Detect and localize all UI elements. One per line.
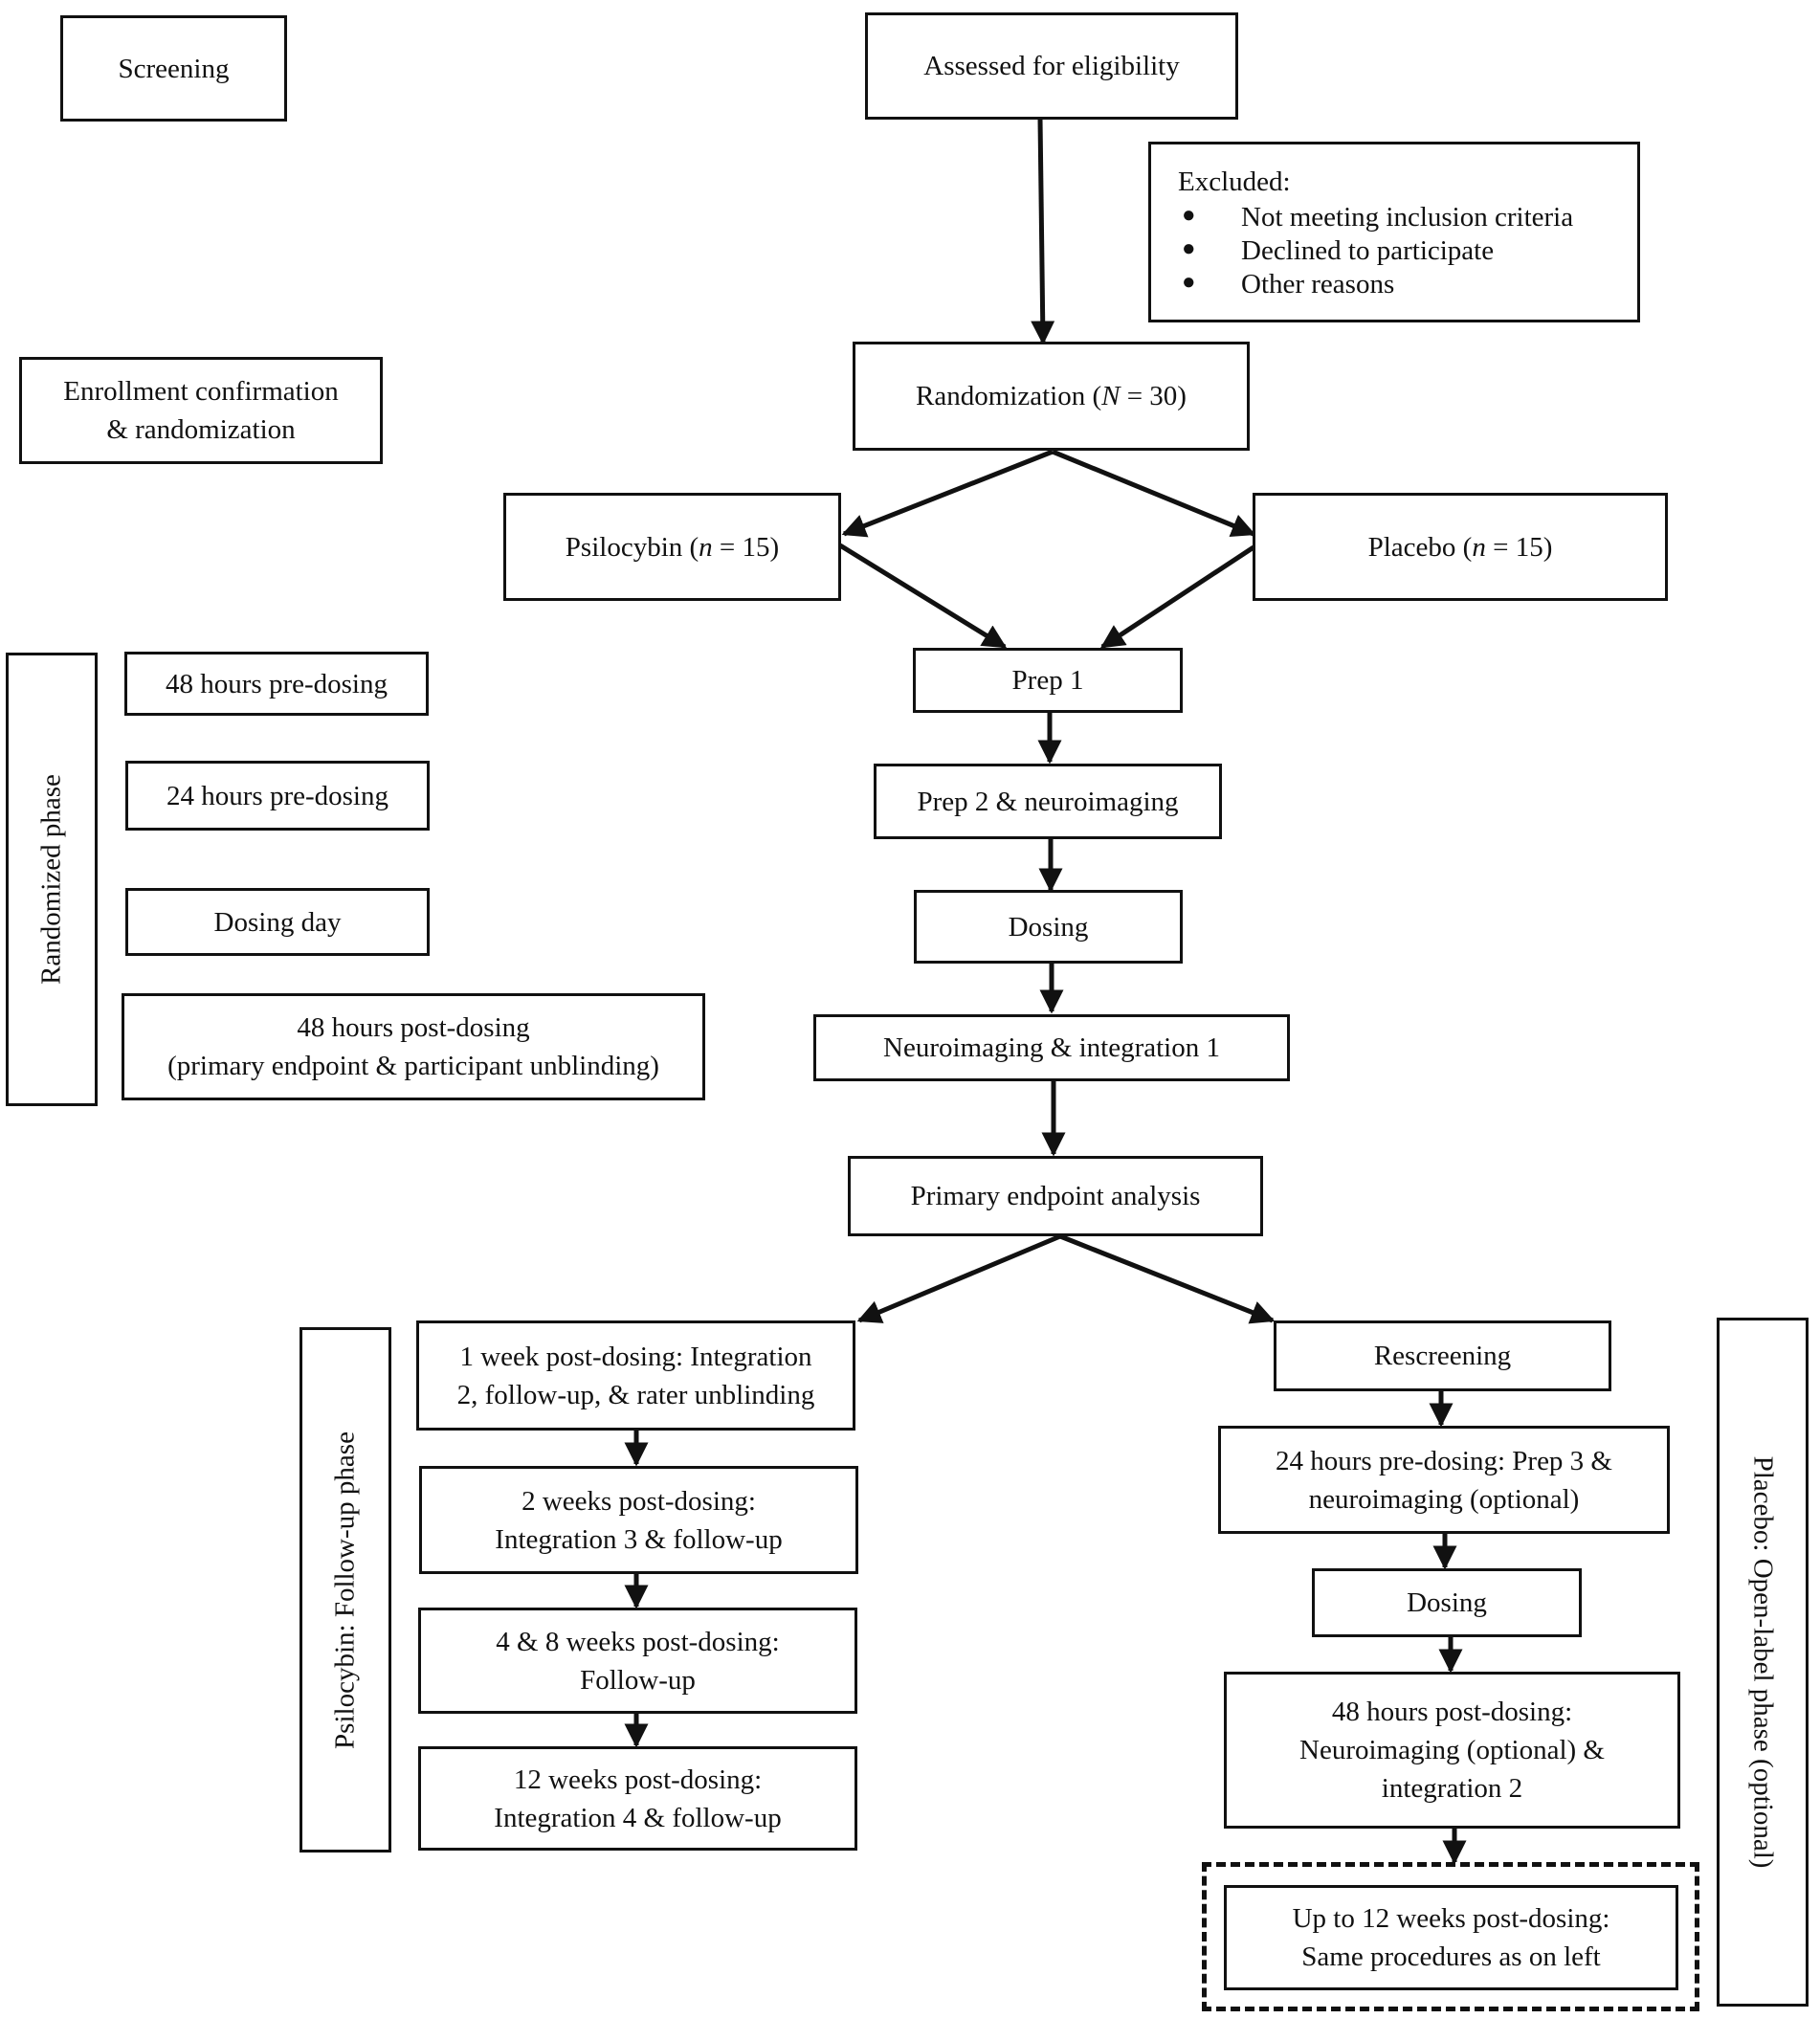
psilocybin-label: Psilocybin (n = 15) [565, 531, 780, 563]
open-dosing-box: Dosing [1312, 1568, 1582, 1637]
upto12-line-2: Same procedures as on left [1301, 1941, 1601, 1972]
arrow-randomization-to-placebo [1052, 449, 1256, 538]
randomized-phase-label: Randomized phase [35, 774, 67, 985]
week2-line-1: 2 weeks post-dosing: [522, 1485, 756, 1517]
excluded-box: Excluded: Not meeting inclusion criteria… [1148, 142, 1640, 322]
week1-line-2: 2, follow-up, & rater unblinding [456, 1379, 815, 1410]
open-dosing-label: Dosing [1407, 1587, 1487, 1618]
arrow-randomization-to-psilocybin [841, 449, 1054, 538]
enrollment-box: Enrollment confirmation & randomization [19, 357, 383, 464]
dosing-box: Dosing [914, 890, 1183, 964]
prep3-line-2: neuroimaging (optional) [1308, 1483, 1580, 1515]
week2-box: 2 weeks post-dosing: Integration 3 & fol… [419, 1466, 858, 1574]
rescreening-label: Rescreening [1373, 1341, 1512, 1371]
open-label-phase-label: Placebo: Open-label phase (optional) [1747, 1455, 1779, 1869]
timeline-24h-pre-label: 24 hours pre-dosing [166, 780, 388, 811]
timeline-dosing-day-label: Dosing day [213, 906, 342, 938]
screening-label: Screening [118, 53, 230, 84]
timeline-48h-post-line-2: (primary endpoint & participant unblindi… [167, 1051, 659, 1081]
prep1-label: Prep 1 [1011, 665, 1084, 696]
week12-line-1: 12 weeks post-dosing: [513, 1764, 763, 1795]
excluded-title: Excluded: [1178, 166, 1291, 197]
dosing-label: Dosing [1008, 911, 1089, 943]
psilocybin-box: Psilocybin (n = 15) [503, 493, 841, 601]
followup-phase-box: Psilocybin: Follow-up phase [300, 1327, 391, 1853]
placebo-box: Placebo (n = 15) [1253, 493, 1668, 601]
prep3-box: 24 hours pre-dosing: Prep 3 & neuroimagi… [1218, 1426, 1670, 1534]
enrollment-line-2: & randomization [106, 414, 296, 445]
rescreening-box: Rescreening [1274, 1320, 1611, 1391]
timeline-48h-pre: 48 hours pre-dosing [124, 652, 429, 716]
upto12-box: Up to 12 weeks post-dosing: Same procedu… [1224, 1885, 1678, 1990]
prep3-line-1: 24 hours pre-dosing: Prep 3 & [1276, 1445, 1612, 1476]
neuro-integration-box: Neuroimaging & integration 1 [813, 1014, 1290, 1081]
timeline-48h-post: 48 hours post-dosing (primary endpoint &… [122, 993, 705, 1100]
excluded-item: Other reasons [1178, 266, 1637, 301]
assessed-label: Assessed for eligibility [923, 51, 1180, 81]
enrollment-line-1: Enrollment confirmation [63, 376, 339, 407]
post48-box: 48 hours post-dosing: Neuroimaging (opti… [1224, 1672, 1680, 1829]
followup-phase-label: Psilocybin: Follow-up phase [329, 1431, 361, 1749]
arrow-analysis-to-week1 [856, 1233, 1061, 1323]
prep1-box: Prep 1 [913, 648, 1183, 713]
timeline-48h-post-line-1: 48 hours post-dosing [297, 1012, 530, 1043]
excluded-item: Not meeting inclusion criteria [1178, 199, 1637, 234]
week12-line-2: Integration 4 & follow-up [494, 1802, 782, 1833]
neuro-integration-label: Neuroimaging & integration 1 [883, 1032, 1220, 1063]
screening-box: Screening [60, 15, 287, 122]
post48-line-2: Neuroimaging (optional) & [1299, 1735, 1605, 1765]
upto12-line-1: Up to 12 weeks post-dosing: [1292, 1903, 1610, 1934]
arrow-analysis-to-rescreening [1059, 1233, 1276, 1324]
week2-line-2: Integration 3 & follow-up [495, 1523, 783, 1555]
timeline-24h-pre: 24 hours pre-dosing [125, 761, 430, 831]
week4-8-line-1: 4 & 8 weeks post-dosing: [496, 1626, 780, 1657]
prep2-box: Prep 2 & neuroimaging [874, 764, 1222, 839]
week4-8-box: 4 & 8 weeks post-dosing: Follow-up [418, 1608, 857, 1714]
arrow-psilocybin-to-prep1 [838, 543, 1008, 650]
open-label-phase-box: Placebo: Open-label phase (optional) [1717, 1318, 1809, 2007]
week1-box: 1 week post-dosing: Integration 2, follo… [416, 1320, 855, 1431]
post48-line-3: integration 2 [1381, 1773, 1523, 1804]
timeline-48h-pre-label: 48 hours pre-dosing [166, 668, 388, 699]
optional-dashed-frame [1202, 1862, 1699, 2011]
randomization-label: Randomization (N = 30) [916, 381, 1187, 411]
week4-8-line-2: Follow-up [580, 1664, 696, 1696]
primary-analysis-label: Primary endpoint analysis [910, 1181, 1201, 1211]
timeline-dosing-day: Dosing day [125, 888, 430, 956]
excluded-item: Declined to participate [1178, 233, 1637, 268]
arrow-placebo-to-prep1 [1099, 544, 1255, 650]
randomization-box: Randomization (N = 30) [853, 342, 1250, 451]
week12-box: 12 weeks post-dosing: Integration 4 & fo… [418, 1746, 857, 1851]
arrow-assessed-to-randomization [1031, 118, 1055, 345]
prep2-label: Prep 2 & neuroimaging [917, 786, 1179, 817]
placebo-label: Placebo (n = 15) [1367, 531, 1553, 563]
excluded-list: Not meeting inclusion criteria Declined … [1178, 199, 1637, 301]
assessed-box: Assessed for eligibility [865, 12, 1238, 120]
primary-analysis-box: Primary endpoint analysis [848, 1156, 1263, 1236]
week1-line-1: 1 week post-dosing: Integration [459, 1341, 812, 1372]
randomized-phase-box: Randomized phase [6, 653, 98, 1106]
post48-line-1: 48 hours post-dosing: [1331, 1697, 1573, 1727]
